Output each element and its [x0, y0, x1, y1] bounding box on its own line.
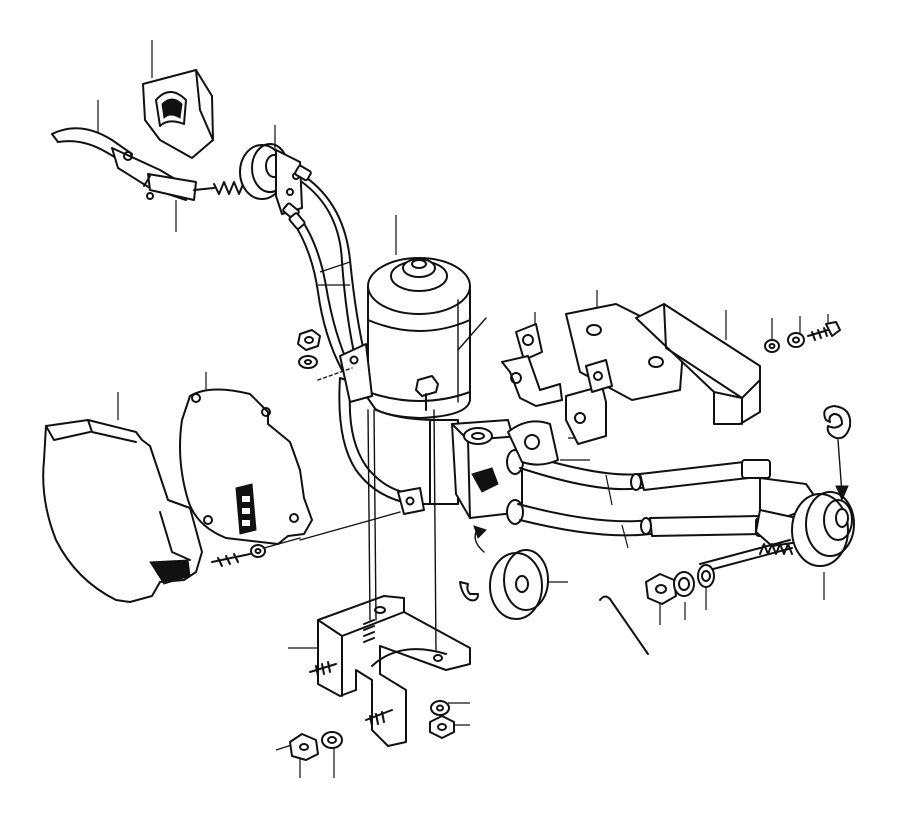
bottom-fasteners	[289, 700, 455, 761]
hydraulic-hoses	[517, 451, 781, 537]
control-lever	[51, 127, 197, 201]
lower-right-fasteners	[599, 564, 715, 655]
leader-line	[605, 474, 613, 506]
leader-line	[621, 524, 629, 549]
top-pulley	[239, 143, 303, 215]
handle-cover	[142, 69, 214, 159]
gear-housing	[338, 343, 459, 515]
top-right-fasteners	[764, 321, 841, 353]
gasket-screw	[211, 511, 401, 567]
cover-gasket	[179, 388, 313, 545]
leader-line	[319, 261, 351, 273]
control-cables	[282, 164, 367, 371]
lower-pulley	[459, 525, 549, 620]
drive-pulley	[699, 477, 855, 573]
leader-lines	[97, 40, 829, 778]
channel-bracket	[635, 303, 761, 425]
electric-motor	[367, 257, 471, 419]
left-fasteners	[297, 329, 353, 381]
circlip-right	[823, 405, 852, 502]
worm-gear-block	[451, 419, 524, 525]
gearbox-cover	[42, 419, 203, 603]
motor-bolt	[415, 317, 487, 411]
mounting-bracket	[309, 409, 471, 747]
